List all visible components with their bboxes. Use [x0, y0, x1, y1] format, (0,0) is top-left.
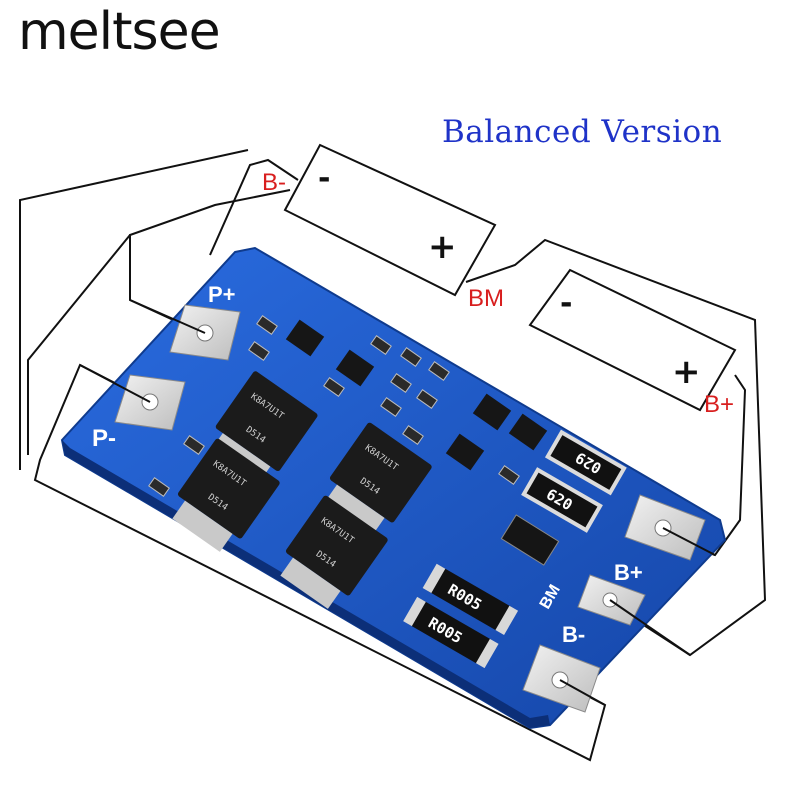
battery-cell-1: - +: [283, 143, 497, 297]
resistor-620: 620: [521, 467, 603, 533]
mosfet-3: K8A7U1T D514: [324, 422, 432, 536]
pcb-board: P+ P- B+ BM B- K8A7U1T D514 K8A7U1T D514…: [60, 246, 727, 730]
ic-5: [508, 413, 548, 451]
silk-b-minus: B-: [562, 622, 585, 647]
wire-p-plus-outer: [27, 234, 131, 455]
battery-2-minus-sign: -: [560, 286, 572, 321]
label-b-plus: B+: [704, 391, 734, 418]
pad-leads: [79, 299, 716, 706]
silk-b-plus: B+: [614, 560, 643, 585]
mosfet-4: K8A7U1T D514: [280, 495, 388, 609]
ic-3: [472, 393, 512, 431]
silk-p-minus: P-: [92, 425, 116, 452]
battery-1-plus-sign: +: [428, 227, 457, 267]
wire-b1-minus: [209, 158, 299, 256]
battery-cell-2: - +: [528, 268, 737, 412]
wire-b-minus: [19, 149, 249, 470]
version-title: Balanced Version: [442, 114, 723, 150]
label-bm: BM: [468, 285, 504, 312]
resistor-029: 029: [544, 429, 627, 496]
label-b-minus: B-: [262, 169, 286, 196]
mosfet-2: K8A7U1T D514: [172, 438, 280, 552]
ic-1: [285, 319, 325, 357]
ic-2: [335, 349, 375, 387]
battery-1-minus-sign: -: [318, 161, 330, 196]
diode: [500, 514, 560, 566]
brand-logo-text: meltsee: [18, 2, 221, 62]
smd-passives: [148, 315, 520, 497]
ic-4: [445, 433, 485, 471]
battery-2-plus-sign: +: [672, 352, 701, 392]
silk-p-plus: P+: [208, 282, 236, 307]
